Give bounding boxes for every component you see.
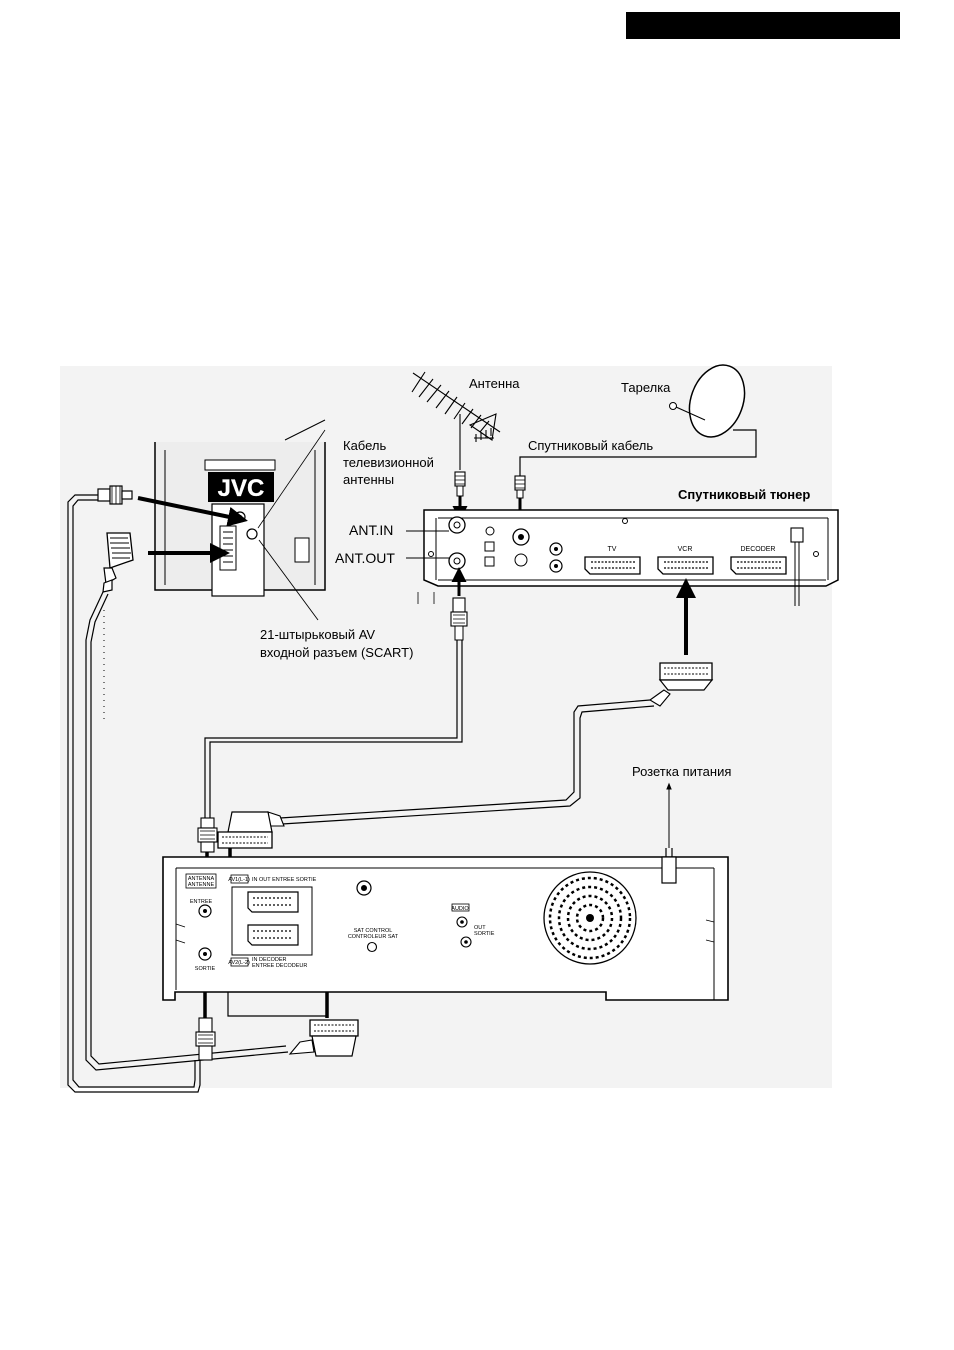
power-outlet-label: Розетка питания	[632, 764, 732, 779]
tuner-scart-decoder-label: DECODER	[740, 546, 775, 553]
vcr-audio-sortie-label: SORTIE	[474, 931, 495, 937]
tuner-scart-decoder	[730, 556, 787, 575]
vcr-audio-out-label: OUT	[474, 925, 486, 931]
vcr-to-tv-scart-plug	[288, 1019, 359, 1057]
tv-brand-logo: JVC	[218, 475, 265, 502]
sat-cable-label: Спутниковый кабель	[528, 438, 654, 453]
vcr-antenna-in-plug	[197, 817, 218, 853]
vcr-in-out-label: IN OUT ENTREE SORTIE	[252, 877, 317, 883]
vcr-in-decoder-label: IN DECODER	[252, 957, 287, 963]
tv-cable-label-2: телевизионной	[343, 455, 434, 470]
scart-cable-tuner-to-vcr	[279, 699, 655, 825]
scart-label-2: входной разъем (SCART)	[260, 645, 414, 660]
vcr-av2-label: AV2(L-2)	[228, 960, 250, 966]
coax-vcr-to-tv	[67, 494, 201, 1093]
tv-antenna-plug	[97, 485, 133, 505]
tuner-scart-tv	[584, 556, 641, 575]
ant-in-label: ANT.IN	[349, 522, 394, 538]
vcr-antenna-label-2: ANTENNE	[188, 882, 215, 888]
sat-tuner-label: Спутниковый тюнер	[678, 487, 811, 502]
vcr-av1-scart-plug	[217, 811, 285, 849]
vcr-sat-control-label-1: SAT CONTROL	[354, 928, 393, 934]
vcr-audio-label: AUDIO	[451, 906, 469, 912]
satellite-dish	[519, 364, 757, 476]
tv-scart-plug	[102, 532, 134, 593]
coax-tuner-to-vcr	[204, 640, 463, 818]
vcr-sat-control-label-2: CONTROLEUR SAT	[348, 934, 399, 940]
tuner-scart-vcr-label: VCR	[678, 546, 693, 553]
header-bar	[626, 12, 900, 39]
ant-out-plug	[450, 597, 468, 641]
tv-cable-label-3: антенны	[343, 472, 395, 487]
satellite-tuner: TV VCR DECODER	[423, 509, 839, 606]
vcr-fan-grille	[543, 871, 637, 965]
vcr-antenna-label-1: ANTENNA	[188, 876, 215, 882]
vcr-antenna-out-plug	[195, 1017, 216, 1061]
vcr-entree-label: ENTREE	[190, 899, 213, 905]
ant-out-label: ANT.OUT	[335, 550, 395, 566]
antenna	[411, 371, 501, 470]
antenna-cable-plug	[454, 471, 466, 497]
vcr-unit: ANTENNA ANTENNE ENTREE SORTIE AV1(L-1) I…	[162, 848, 729, 1017]
scart-label-1: 21-штырьковый AV	[260, 627, 376, 642]
scart-vcr-to-tv-cable	[85, 591, 289, 1071]
tv-cable-label-1: Кабель	[343, 438, 387, 453]
tuner-scart-tv-label: TV	[608, 546, 617, 553]
tuner-scart-vcr	[657, 556, 714, 575]
scart-leader	[258, 539, 319, 621]
vcr-av1-label: AV1(L-1)	[228, 877, 250, 883]
vcr-sortie-label: SORTIE	[195, 966, 216, 972]
dish-label: Тарелка	[621, 380, 671, 395]
antenna-label: Антенна	[469, 376, 520, 391]
vcr-entree-decodeur-label: ENTREE DECODEUR	[252, 963, 307, 969]
arrow-to-tv-antenna	[137, 496, 248, 527]
sat-cable-plug	[514, 475, 526, 499]
tuner-feet	[417, 592, 435, 604]
tuner-vcr-scart-plug	[648, 662, 714, 707]
